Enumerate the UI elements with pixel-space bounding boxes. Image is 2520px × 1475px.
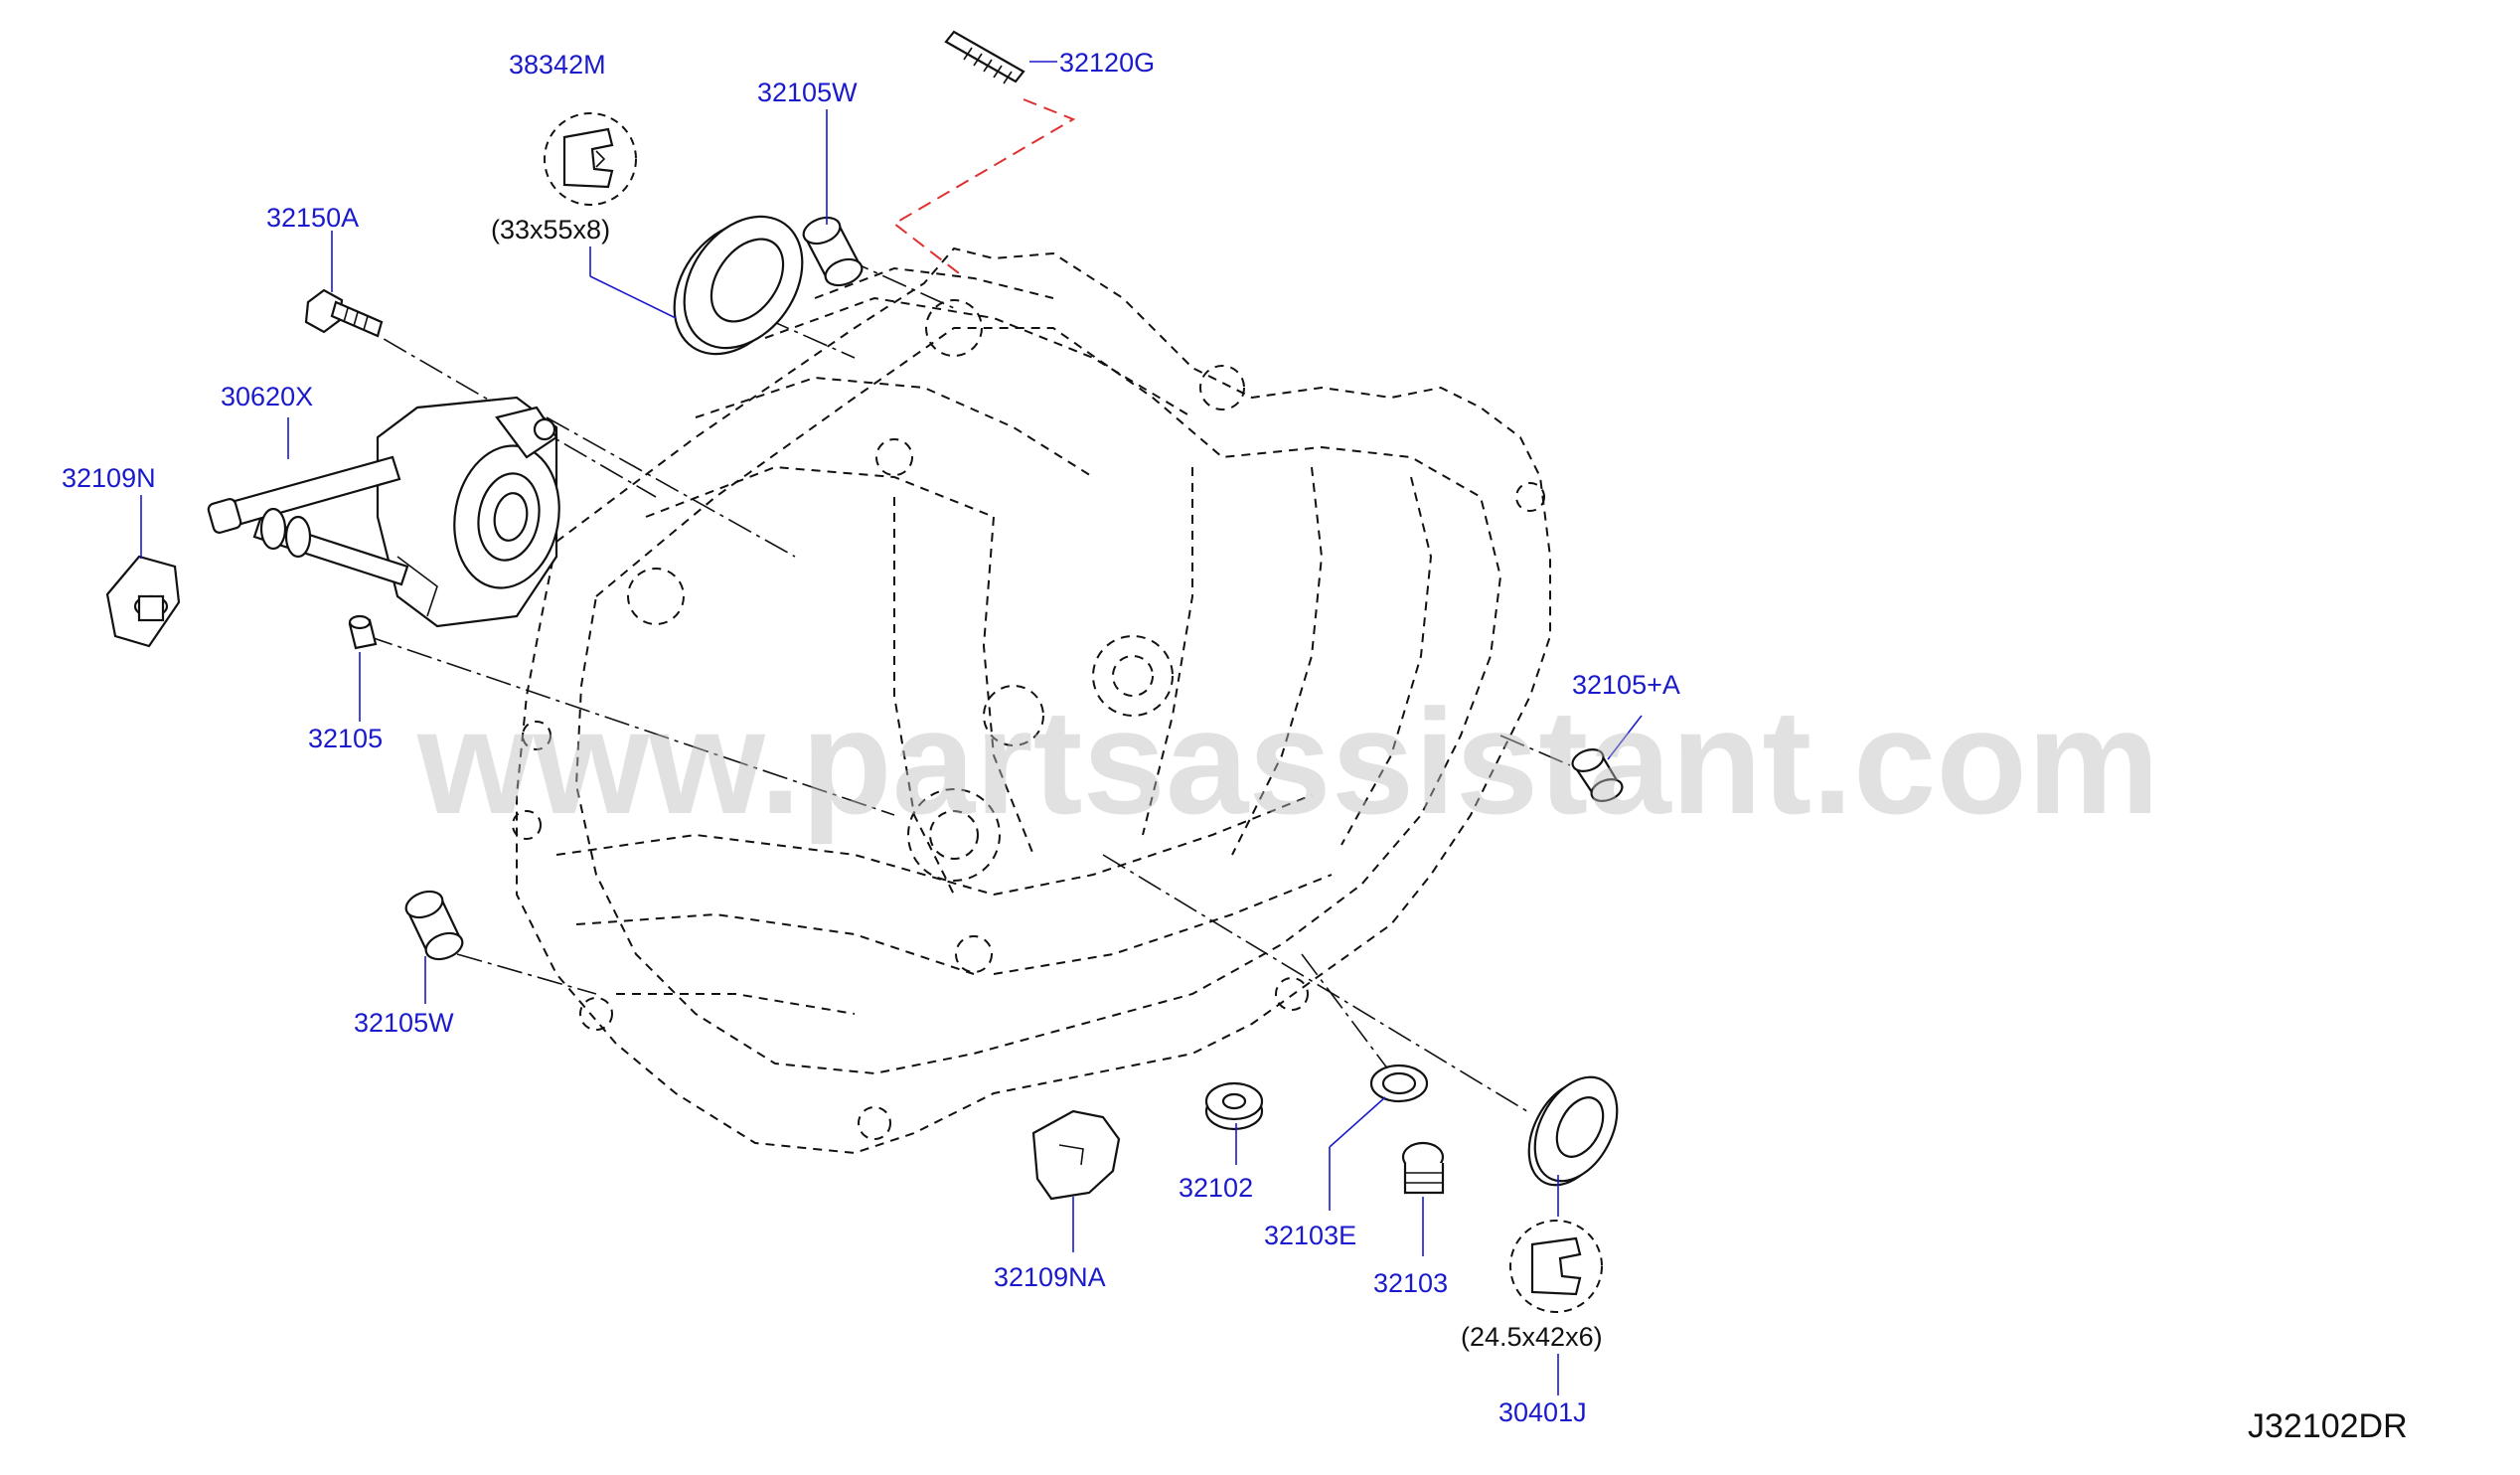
stud-32120G [944,30,1025,84]
callout-30401J: 30401J [1498,1397,1587,1427]
callout-32102: 32102 [1179,1173,1253,1203]
watermark-text: www.partsassistant.com [416,678,2159,845]
stud-location-line [892,98,1076,274]
diagram-code: J32102DR [2248,1407,2408,1445]
callout-32120G: 32120G [1059,48,1155,78]
oil-seal-30401J [1527,1075,1619,1187]
callout-32103E: 32103E [1264,1221,1356,1250]
seal-section-detail-38342M [544,112,637,206]
callout-32103: 32103 [1373,1268,1448,1298]
washer-32102 [1204,1081,1264,1131]
slave-cylinder-30620X [207,396,560,628]
callout-32105W-bottom: 32105W [354,1008,454,1038]
dimension-33x55x8: (33x55x8) [491,215,610,245]
callout-32150A: 32150A [266,203,359,233]
callout-32105W-top: 32105W [757,78,858,107]
transmission-housing-outline [512,246,1551,1155]
callout-30620X: 30620X [221,382,313,411]
oil-seal-38342M [673,215,804,356]
pin-32105 [348,614,378,650]
callout-32105A: 32105+A [1572,670,1680,700]
bolt-32150A [304,288,384,338]
clip-32109NA [1031,1109,1121,1201]
seal-section-detail-30401J [1509,1220,1603,1313]
drain-plug-32103 [1401,1141,1445,1195]
gasket-32103E [1369,1064,1429,1103]
clip-32109N [105,555,181,648]
dimension-24.5x42x6: (24.5x42x6) [1461,1322,1603,1352]
dowel-32105W-top [802,216,864,287]
callout-32109N: 32109N [62,463,156,493]
leader-lines [140,61,1643,1395]
dowel-32105W-bottom [404,890,464,961]
dowel-32105A [1571,748,1624,802]
callout-32105: 32105 [308,724,383,753]
callout-32109NA: 32109NA [994,1262,1106,1292]
callout-38342M: 38342M [509,50,606,80]
